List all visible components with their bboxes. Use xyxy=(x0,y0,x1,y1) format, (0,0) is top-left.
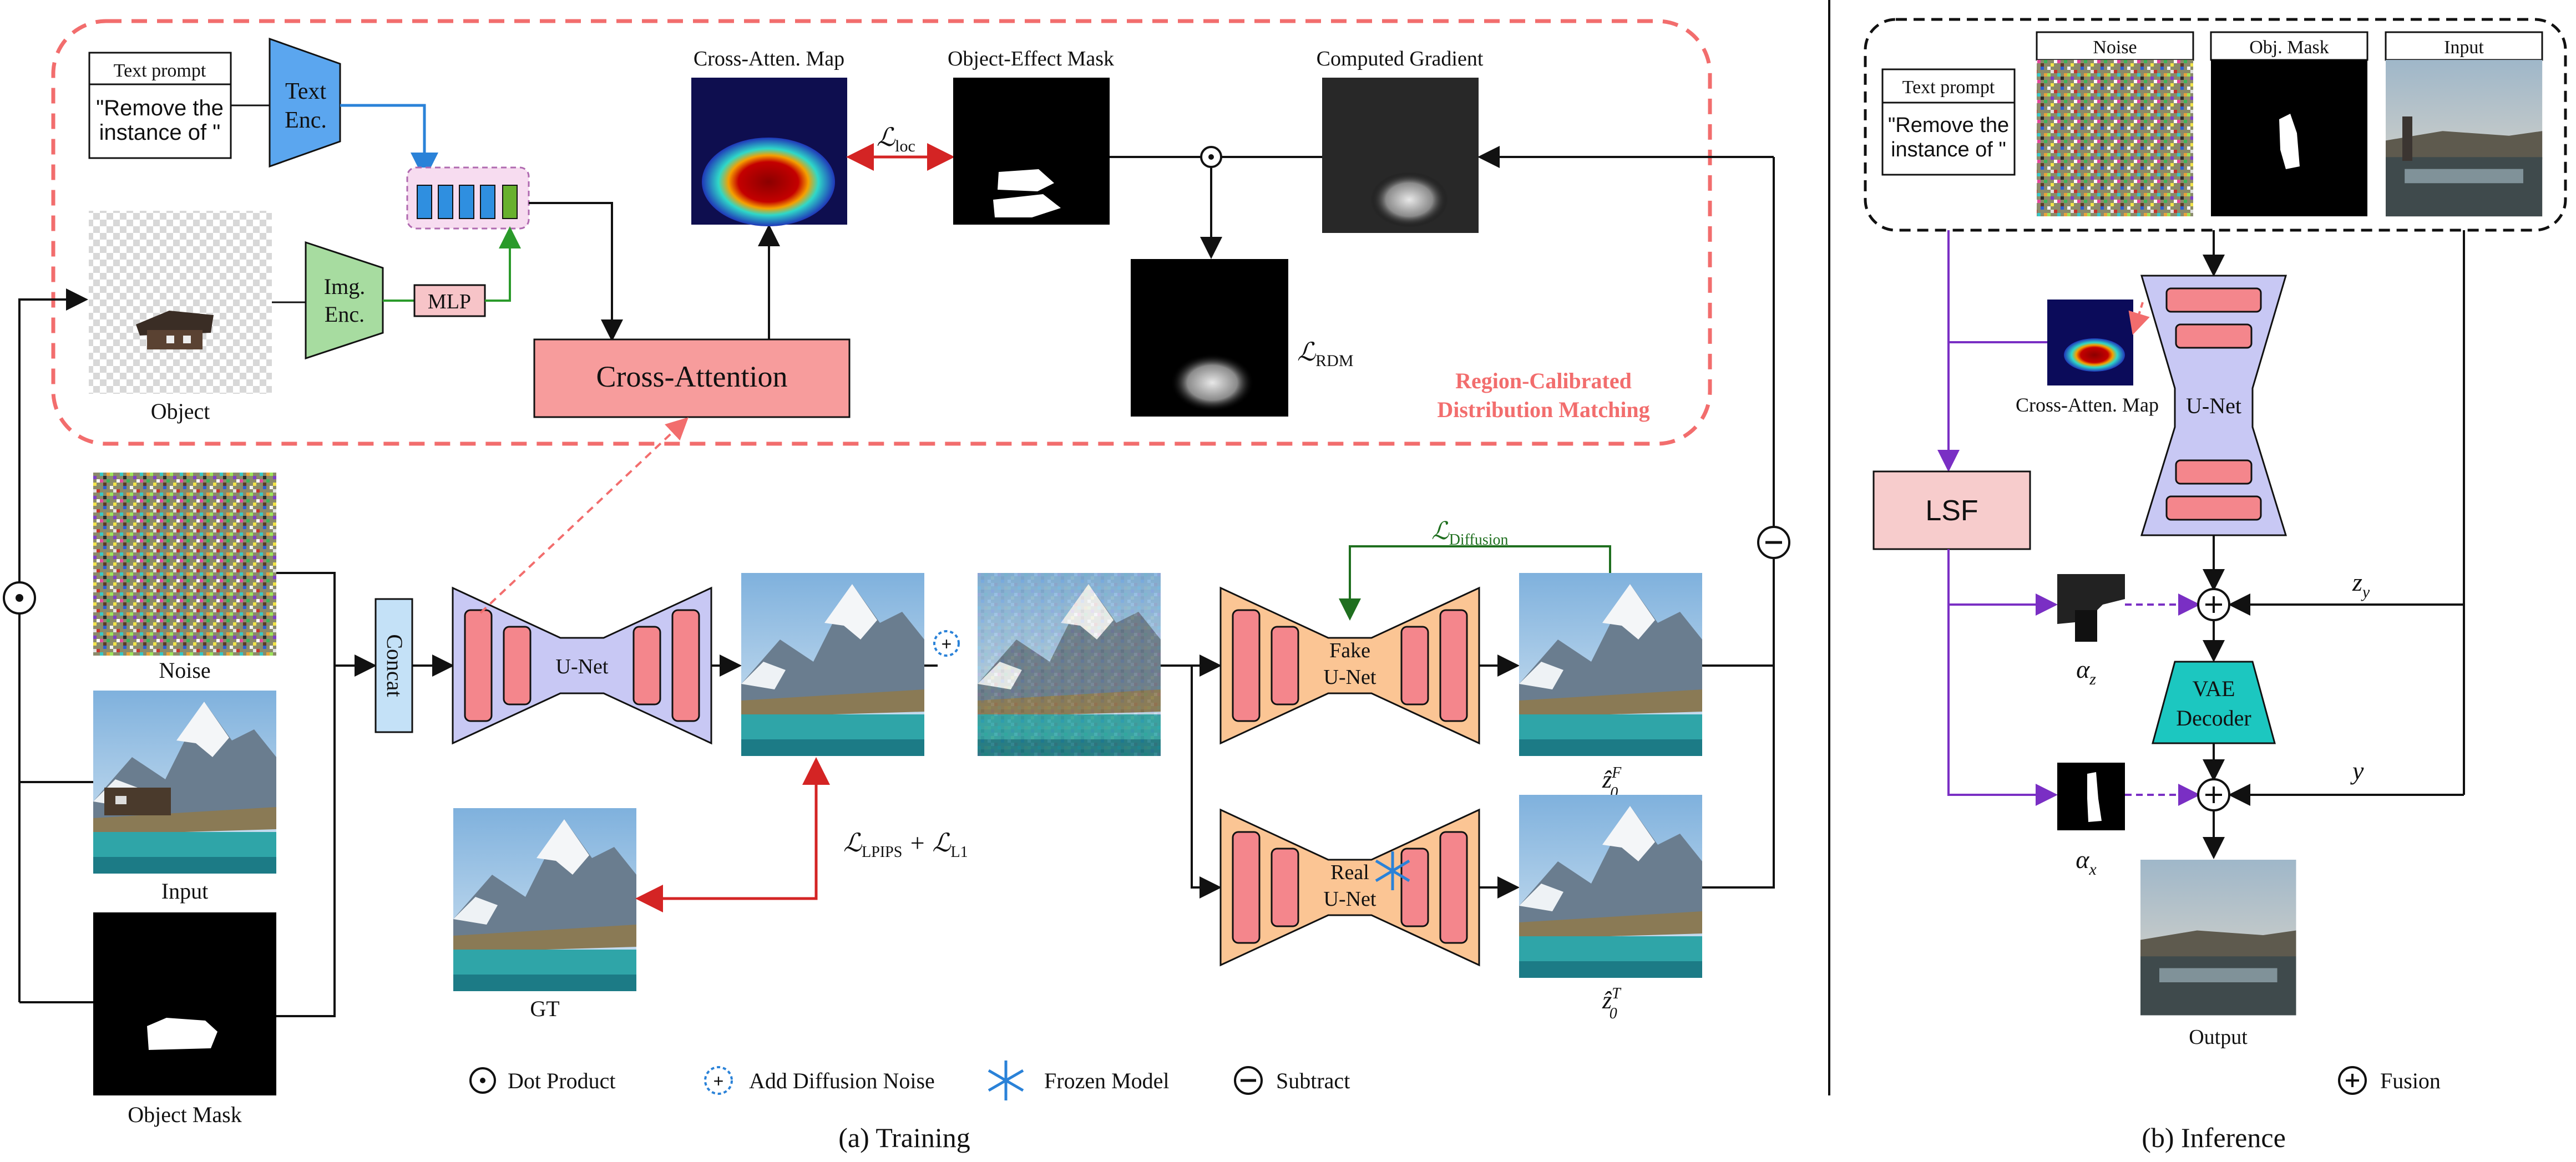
svg-text:Img.: Img. xyxy=(324,274,365,299)
text-prompt-line1: "Remove the xyxy=(96,96,224,120)
output-image: Output xyxy=(2140,860,2296,1049)
snowflake-legend-icon xyxy=(988,1060,1024,1100)
svg-text:U-Net: U-Net xyxy=(1324,887,1376,911)
text-prompt-line2: instance of " xyxy=(99,120,221,145)
z-y-label: zy xyxy=(2352,568,2370,601)
text-prompt-box: Text prompt "Remove the instance of " xyxy=(88,52,232,159)
input-image: Input xyxy=(93,691,276,904)
y-label: y xyxy=(2350,757,2364,785)
svg-text:αx: αx xyxy=(2076,845,2097,879)
svg-text:instance of ": instance of " xyxy=(1891,138,2006,161)
vae-decoder: VAE Decoder xyxy=(2152,661,2276,744)
image-encoder: Img. Enc. xyxy=(305,241,384,360)
loss-loc-label: ℒloc xyxy=(877,123,915,155)
add-noise-legend-icon xyxy=(704,1066,733,1095)
svg-text:Cross-Attention: Cross-Attention xyxy=(596,360,788,393)
svg-text:Cross-Atten. Map: Cross-Atten. Map xyxy=(694,47,844,70)
svg-text:U-Net: U-Net xyxy=(556,655,609,678)
svg-text:GT: GT xyxy=(530,996,559,1021)
rdm-map: ℒRDM xyxy=(1131,259,1354,417)
svg-text:Object-Effect Mask: Object-Effect Mask xyxy=(948,47,1114,70)
inference-cross-atten-map: Cross-Atten. Map xyxy=(2016,300,2159,416)
svg-text:Dot Product: Dot Product xyxy=(508,1068,615,1093)
svg-text:Real: Real xyxy=(1330,861,1369,884)
svg-text:Enc.: Enc. xyxy=(325,302,365,327)
svg-text:Decoder: Decoder xyxy=(2176,706,2251,730)
real-unet: Real U-Net xyxy=(1219,808,1480,967)
svg-text:Input: Input xyxy=(2444,37,2484,58)
inference-text-prompt: Text prompt "Remove the instance of " xyxy=(1881,68,2016,176)
svg-text:Noise: Noise xyxy=(159,658,210,683)
svg-text:Text prompt: Text prompt xyxy=(1902,77,1995,98)
svg-text:Noise: Noise xyxy=(2093,37,2137,58)
svg-text:Frozen Model: Frozen Model xyxy=(1044,1068,1170,1093)
rcdm-region xyxy=(51,19,1712,446)
svg-text:Subtract: Subtract xyxy=(1276,1068,1350,1093)
predicted-image xyxy=(741,573,924,756)
text-encoder: Text Enc. xyxy=(269,37,341,168)
inference-input: Input xyxy=(2385,31,2543,217)
frozen-snowflake-icon xyxy=(1375,851,1410,890)
svg-text:"Remove the: "Remove the xyxy=(1888,114,2009,137)
gt-image: GT xyxy=(453,808,636,1021)
inference-noise: Noise xyxy=(2036,31,2194,216)
svg-text:Concat: Concat xyxy=(382,634,407,697)
svg-text:Cross-Atten. Map: Cross-Atten. Map xyxy=(2016,394,2159,416)
object-image: Object xyxy=(89,211,272,424)
loss-diffusion-label: ℒDiffusion xyxy=(1431,517,1509,549)
cross-attention-block: Cross-Attention xyxy=(533,338,851,418)
mlp-block: MLP xyxy=(413,284,486,317)
inference-obj-mask: Obj. Mask xyxy=(2210,31,2368,216)
svg-text:Obj. Mask: Obj. Mask xyxy=(2249,37,2329,58)
lsf-block: LSF xyxy=(1872,470,2031,550)
training-caption: (a) Training xyxy=(838,1122,970,1153)
noise-image: Noise xyxy=(93,473,276,683)
text-prompt-header: Text prompt xyxy=(114,60,206,81)
student-unet: U-Net xyxy=(452,586,712,745)
loss-rdm-label: ℒRDM xyxy=(1297,338,1354,370)
noisy-image xyxy=(978,573,1161,756)
inference-inputs-region xyxy=(1864,18,2567,232)
z0f-image xyxy=(1519,573,1702,756)
svg-text:U-Net: U-Net xyxy=(2186,393,2241,418)
loss-lpips-l1-label: ℒLPIPS + ℒL1 xyxy=(843,829,968,861)
svg-text:Text: Text xyxy=(285,79,326,104)
cross-atten-map: Cross-Atten. Map xyxy=(691,47,847,226)
z0t-image xyxy=(1519,795,1702,978)
object-effect-mask: Object-Effect Mask xyxy=(948,47,1114,225)
svg-text:Input: Input xyxy=(161,879,208,904)
svg-text:MLP: MLP xyxy=(428,290,471,313)
svg-text:+: + xyxy=(713,1071,724,1091)
alpha-x-mask: αx xyxy=(2057,763,2125,879)
svg-text:Fusion: Fusion xyxy=(2380,1068,2441,1093)
svg-text:+: + xyxy=(942,634,952,654)
concat-block: Concat xyxy=(374,598,413,733)
svg-text:VAE: VAE xyxy=(2192,676,2235,701)
rcdm-label-line2: Distribution Matching xyxy=(1437,397,1649,422)
svg-text:U-Net: U-Net xyxy=(1324,666,1376,689)
svg-text:Enc.: Enc. xyxy=(285,108,327,133)
svg-text:αz: αz xyxy=(2076,655,2096,688)
object-label: Object xyxy=(151,399,210,424)
svg-text:Fake: Fake xyxy=(1329,639,1370,662)
inference-unet: U-Net xyxy=(2140,275,2287,536)
svg-text:Output: Output xyxy=(2189,1026,2248,1049)
computed-gradient: Computed Gradient xyxy=(1317,47,1484,233)
add-noise-node xyxy=(933,630,960,657)
svg-text:Computed Gradient: Computed Gradient xyxy=(1317,47,1484,70)
inference-caption: (b) Inference xyxy=(2142,1122,2286,1153)
svg-text:Add Diffusion Noise: Add Diffusion Noise xyxy=(749,1068,935,1093)
legend: Dot Product + Add Diffusion Noise Frozen… xyxy=(469,1060,2441,1100)
alpha-z-mask: αz xyxy=(2057,574,2125,688)
fake-unet: Fake U-Net xyxy=(1219,586,1480,745)
svg-text:Object Mask: Object Mask xyxy=(128,1102,242,1127)
svg-text:LSF: LSF xyxy=(1925,495,1978,527)
token-embeddings xyxy=(406,166,530,230)
object-mask-image: Object Mask xyxy=(93,912,276,1127)
rcdm-label-line1: Region-Calibrated xyxy=(1455,368,1632,393)
